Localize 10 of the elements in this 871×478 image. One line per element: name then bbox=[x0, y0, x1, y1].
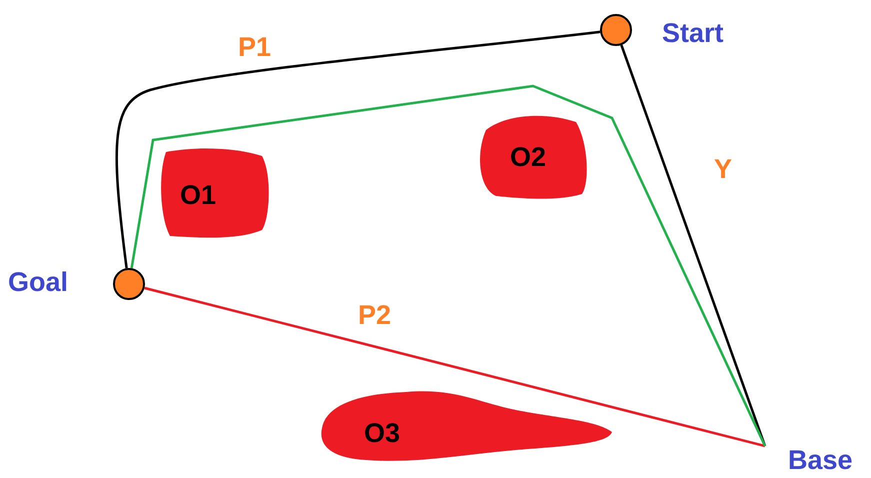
point-label: Base bbox=[788, 445, 853, 476]
point-label: Start bbox=[662, 18, 724, 49]
point-label: Goal bbox=[8, 267, 68, 298]
obstacle-label: O3 bbox=[364, 418, 400, 449]
path-line bbox=[144, 286, 766, 448]
path-line bbox=[620, 44, 766, 446]
path-line bbox=[130, 84, 766, 447]
obstacle-label: O1 bbox=[180, 180, 216, 211]
obstacle-label: O2 bbox=[510, 142, 546, 173]
path-line bbox=[116, 30, 600, 268]
